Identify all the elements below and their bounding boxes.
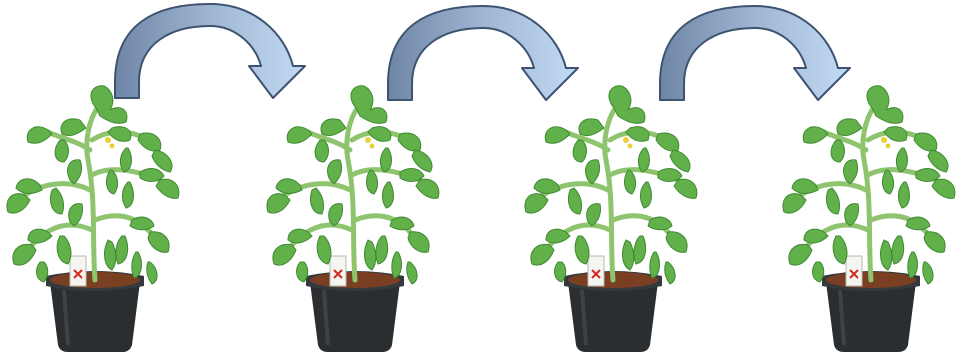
plant-3-icon [525, 86, 697, 352]
curved-arrow-1-icon [115, 4, 305, 98]
plant-4-icon [783, 86, 955, 352]
curved-arrow-2-icon [388, 6, 578, 100]
plant-2-icon [267, 86, 439, 352]
plant-1-icon [7, 86, 179, 352]
curved-arrow-3-icon [660, 6, 850, 100]
